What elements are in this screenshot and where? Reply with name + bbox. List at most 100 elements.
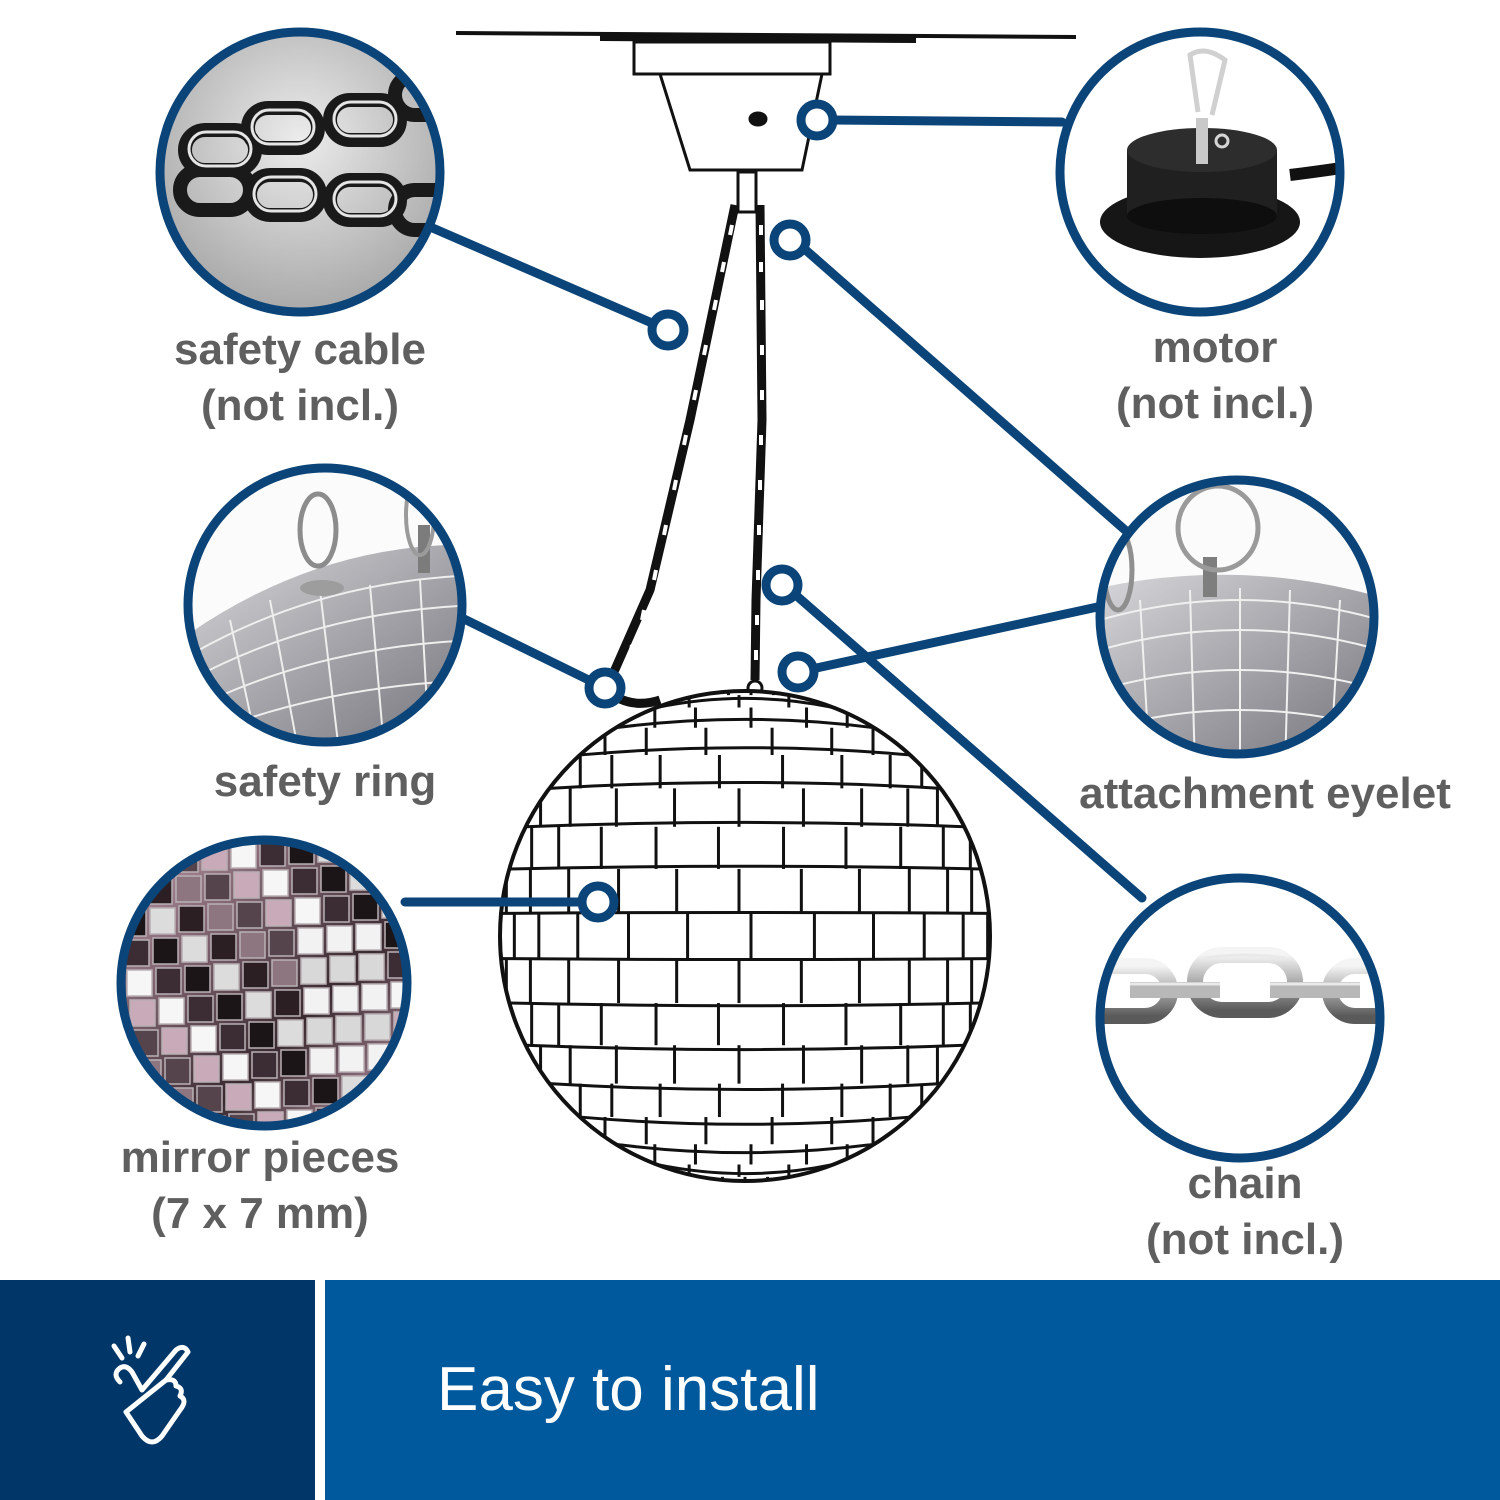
mirror-tile <box>219 1023 246 1051</box>
label-subtitle: (7 x 7 mm) <box>151 1189 369 1238</box>
mirror-tile <box>268 929 295 957</box>
mirror-tile <box>344 1105 371 1126</box>
mirror-tile <box>361 983 388 1011</box>
mirror-tile <box>216 993 243 1021</box>
label-subtitle: (not incl.) <box>201 381 399 430</box>
mirror-tile <box>332 985 359 1013</box>
mirror-tile <box>297 927 324 955</box>
mirror-tile <box>309 1047 336 1075</box>
ball-row-line <box>579 746 911 757</box>
feature-banner: Easy to install <box>0 1280 1500 1500</box>
label-chain: chain (not incl.) <box>1110 1156 1380 1268</box>
mirror-tile <box>320 865 347 893</box>
mirror-tile <box>225 1083 252 1111</box>
ball-row-line <box>525 820 965 829</box>
mirror-tile <box>277 1019 304 1047</box>
mirror-tile <box>138 1089 165 1117</box>
mirror-tile <box>143 847 170 875</box>
label-title: safety cable <box>174 325 426 374</box>
mirror-tile <box>126 969 153 997</box>
mirror-tile <box>294 897 321 925</box>
ball-row-line <box>615 717 875 730</box>
safety-cable-photo[interactable] <box>150 20 465 320</box>
mirror-tile <box>121 849 141 877</box>
mirror-tile <box>210 933 237 961</box>
ball-row-line <box>549 1082 941 1092</box>
mirror-tile <box>335 1015 362 1043</box>
mirror-tile <box>239 931 266 959</box>
mirror-tile <box>355 923 382 951</box>
mirror-tile <box>423 1010 448 1036</box>
callout-connectors <box>400 115 1147 907</box>
label-title: attachment eyelet <box>1079 769 1451 818</box>
mirror-tile <box>420 980 445 1006</box>
ball-row-line <box>509 864 981 871</box>
mirror-ball-diagram <box>110 20 1430 1183</box>
hanging-chains <box>600 204 767 708</box>
mirror-tile <box>155 967 182 995</box>
mirror-tile <box>213 963 240 991</box>
mirror-tile <box>426 1040 451 1066</box>
mirror-tile <box>326 925 353 953</box>
label-motor: motor (not incl.) <box>1060 320 1370 432</box>
ball-row-line <box>656 1162 834 1176</box>
mirror-tile <box>193 1055 220 1083</box>
mirror-tile <box>271 959 298 987</box>
mirror-tile <box>283 1079 310 1107</box>
motor-photo[interactable] <box>1050 20 1360 320</box>
mirror-tile <box>233 871 260 899</box>
ball-row-line <box>501 910 989 915</box>
ball-row-line <box>509 1001 981 1008</box>
mirror-tile <box>274 989 301 1017</box>
mirror-tile <box>408 860 433 886</box>
attachment-eyelet-photo[interactable] <box>1090 470 1390 770</box>
label-safety-ring: safety ring <box>180 754 470 810</box>
mirror-tile <box>375 840 402 859</box>
mirror-tile <box>149 907 176 935</box>
mirror-tile <box>175 875 202 903</box>
mirror-tile <box>121 879 144 907</box>
mirror-pieces-photo[interactable] <box>110 830 457 1150</box>
mirror-tile <box>399 1071 407 1099</box>
mirror-tile <box>378 861 405 889</box>
ball-row-line <box>501 957 989 962</box>
mirror-tile <box>236 901 263 929</box>
mirror-tile <box>190 1025 217 1053</box>
safety-ring-photo[interactable] <box>180 460 480 760</box>
mirror-tile <box>429 1070 454 1096</box>
mirror-tile <box>254 1081 281 1109</box>
banner-icon-panel <box>0 1280 315 1500</box>
mirror-tile <box>373 1103 400 1126</box>
mirror-tile <box>323 895 350 923</box>
mirror-tile <box>432 1100 457 1126</box>
label-attachment-eyelet: attachment eyelet <box>1040 766 1490 822</box>
mirror-tile <box>248 1021 275 1049</box>
label-title: mirror pieces <box>120 1133 400 1182</box>
banner-title: Easy to install <box>437 1355 820 1424</box>
mirror-tile <box>404 840 407 857</box>
ball-row-line <box>549 780 941 790</box>
mirror-tile <box>364 1013 391 1041</box>
mirror-tile <box>181 935 208 963</box>
ceiling-motor-drawing <box>455 31 1077 214</box>
mirror-tile <box>414 920 439 946</box>
mirror-tile <box>251 1051 278 1079</box>
snap-fingers-icon <box>111 1335 191 1445</box>
mirror-tile <box>303 987 330 1015</box>
mirror-tile <box>346 840 373 861</box>
mirror-tile <box>338 1045 365 1073</box>
mirror-tile <box>300 957 327 985</box>
label-safety-cable: safety cable (not incl.) <box>140 322 460 434</box>
mirror-tile <box>207 903 234 931</box>
chain-photo[interactable] <box>1070 870 1430 1170</box>
mirror-tile <box>402 1101 407 1126</box>
mirror-tile <box>152 937 179 965</box>
mirror-tile <box>280 1049 307 1077</box>
mirror-tile <box>245 991 272 1019</box>
ball-row-line <box>525 1043 965 1052</box>
mirror-tile <box>184 965 211 993</box>
mirror-tile <box>242 961 269 989</box>
label-subtitle: (not incl.) <box>1116 379 1314 428</box>
mirror-tile <box>178 905 205 933</box>
